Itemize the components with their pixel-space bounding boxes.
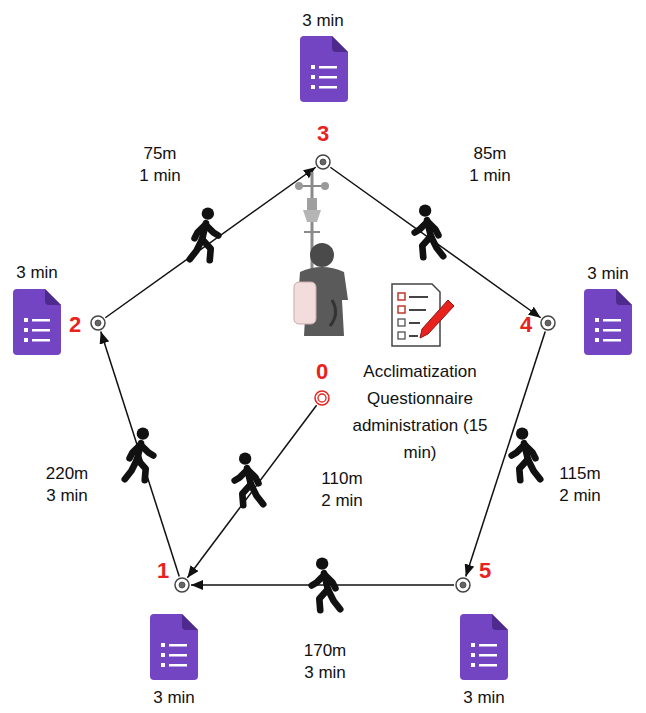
- route-arrow: [191, 584, 454, 586]
- target-marker: [455, 577, 471, 593]
- target-marker: [540, 315, 556, 331]
- step-description: Acclimatization Questionnaire administra…: [345, 358, 495, 466]
- start-point: 0Acclimatization Questionnaire administr…: [314, 390, 330, 406]
- target-marker: [314, 390, 330, 406]
- duration-label: 3 min: [153, 689, 195, 706]
- distance-label: 110m 2 min: [320, 468, 365, 512]
- route-arrow: [105, 167, 315, 318]
- duration-label: 3 min: [463, 689, 505, 706]
- target-marker: [174, 577, 190, 593]
- distance-label: 220m 3 min: [45, 463, 90, 507]
- route-arrow: [101, 332, 180, 577]
- distance-label: 115m 2 min: [558, 463, 603, 507]
- point-number: 2: [69, 314, 81, 336]
- point-number: 5: [479, 560, 491, 582]
- form-icon: [13, 289, 61, 355]
- duration-label: 3 min: [587, 265, 629, 282]
- point-number: 4: [520, 314, 532, 336]
- distance-label: 170m 3 min: [303, 640, 348, 684]
- station-point: 2: [90, 315, 106, 331]
- point-number: 1: [157, 560, 169, 582]
- walker-icon: [512, 427, 541, 480]
- duration-label: 3 min: [16, 264, 58, 281]
- form-icon: [300, 36, 348, 102]
- route-arrow: [187, 405, 316, 578]
- form-icon: [460, 614, 508, 680]
- walker-icon: [312, 557, 341, 610]
- station-point: 1: [174, 577, 190, 593]
- station-point: 5: [455, 577, 471, 593]
- station-point: 3: [315, 154, 331, 170]
- route-arrow: [466, 332, 545, 577]
- walker-icon: [415, 204, 444, 257]
- form-icon: [150, 614, 198, 680]
- distance-label: 75m 1 min: [138, 143, 183, 187]
- walker-icon: [235, 452, 264, 505]
- point-number: 3: [317, 123, 329, 145]
- target-marker: [315, 154, 331, 170]
- target-marker: [90, 315, 106, 331]
- walker-icon: [190, 207, 219, 260]
- point-number: 0: [316, 361, 328, 383]
- distance-label: 85m 1 min: [468, 143, 513, 187]
- duration-label: 3 min: [302, 12, 344, 29]
- questionnaire-icon: [392, 284, 454, 346]
- walker-icon: [125, 427, 154, 480]
- form-icon: [584, 289, 632, 355]
- person-illustration: [294, 172, 348, 336]
- station-point: 4: [540, 315, 556, 331]
